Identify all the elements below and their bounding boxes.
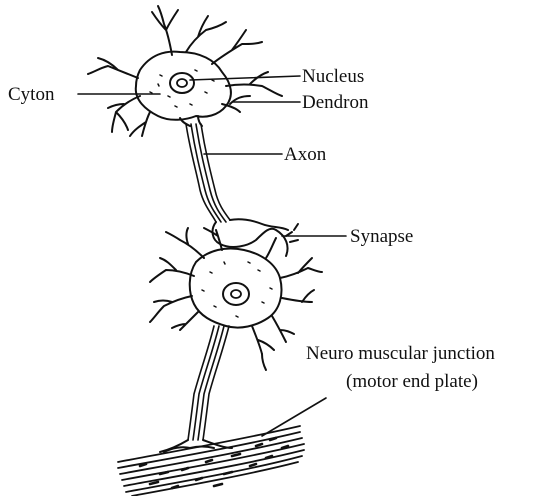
label-synapse: Synapse: [350, 227, 413, 246]
label-nucleus: Nucleus: [302, 67, 364, 86]
lower-neuron: [150, 228, 322, 440]
axon-fiber: [186, 124, 230, 222]
upper-cell-body: [136, 52, 231, 120]
label-cyton: Cyton: [8, 85, 54, 104]
nmj-leader: [262, 398, 326, 436]
upper-nucleus: [170, 73, 194, 93]
upper-neuron: [88, 6, 282, 136]
lower-nucleus: [223, 283, 249, 305]
label-motor-end-plate: (motor end plate): [346, 372, 478, 391]
label-neuro-muscular-junction: Neuro muscular junction: [306, 344, 495, 363]
label-axon: Axon: [284, 145, 326, 164]
label-dendron: Dendron: [302, 93, 368, 112]
lower-axon: [188, 326, 229, 440]
nucleus-leader: [190, 76, 300, 80]
upper-dendrites: [88, 6, 282, 136]
upper-cytoplasm-granules: [150, 70, 214, 107]
synapse-terminal: [213, 219, 298, 258]
